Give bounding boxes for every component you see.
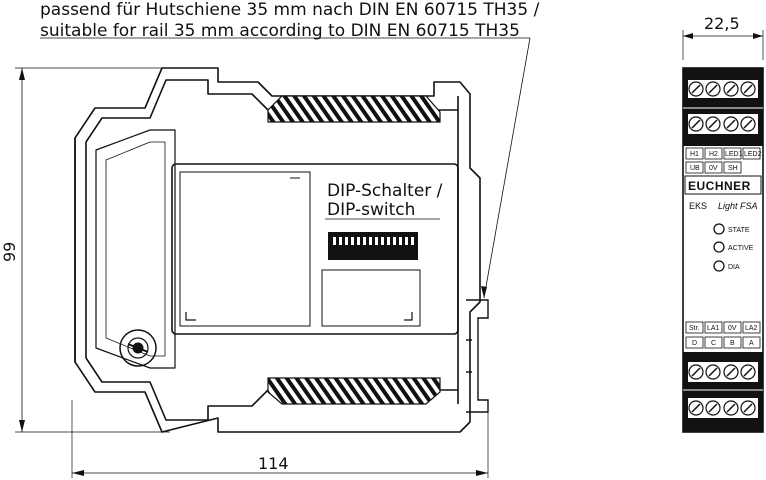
- led-label-active: ACTIVE: [728, 245, 754, 252]
- front-bottom-label-6: C: [711, 340, 716, 347]
- dip-label-line1: DIP-Schalter /: [327, 181, 443, 201]
- front-bottom-label-3: 0V: [728, 325, 737, 332]
- front-bottom-label-4: LA2: [745, 325, 758, 332]
- front-top-label-7: SH: [728, 165, 738, 172]
- active-led-icon: [713, 241, 725, 253]
- bottom-vent: [267, 377, 441, 405]
- depth-dimension: 114: [71, 400, 489, 478]
- led-label-dia: DIA: [728, 264, 740, 271]
- led-label-state: STATE: [728, 227, 750, 234]
- side-wing-panel: [95, 129, 176, 369]
- front-bottom-label-2: LA1: [707, 325, 720, 332]
- model-left: EKS: [689, 201, 707, 211]
- annotation-leader: [483, 37, 531, 299]
- front-top-label-6: 0V: [709, 165, 718, 172]
- rail-clip: [466, 299, 489, 413]
- height-value: 99: [0, 242, 19, 262]
- front-top-label-5: UB: [690, 165, 700, 172]
- height-dimension: 99: [0, 67, 170, 433]
- top-vent: [267, 95, 441, 123]
- housing-outline: [74, 67, 481, 433]
- housing-inner-top: [85, 79, 458, 143]
- width-dimension: 22,5: [682, 14, 764, 60]
- front-bottom-label-7: B: [730, 340, 735, 347]
- rail-annotation-line2: suitable for rail 35 mm according to DIN…: [40, 21, 520, 41]
- dip-label-line2: DIP-switch: [327, 200, 415, 220]
- housing-inner-bottom: [85, 357, 458, 421]
- state-led-icon: [713, 223, 725, 235]
- width-value: 22,5: [704, 14, 740, 33]
- rail-annotation-line1: passend für Hutschiene 35 mm nach DIN EN…: [40, 0, 540, 20]
- front-bottom-label-5: D: [692, 340, 697, 347]
- dip-switch-block: [328, 232, 418, 260]
- model-right: Light FSA: [718, 201, 758, 211]
- blank-label-box: [321, 269, 421, 327]
- front-bottom-label-1: Str.: [689, 325, 700, 332]
- front-top-label-2: H2: [709, 151, 718, 158]
- screw-icon: [119, 329, 157, 367]
- leader-arrowhead: [481, 286, 487, 298]
- depth-value: 114: [258, 454, 289, 473]
- label-panel: [171, 163, 459, 335]
- dia-led-icon: [713, 260, 725, 272]
- side-wing-inner: [105, 141, 166, 357]
- front-bottom-label-8: A: [749, 340, 754, 347]
- side-view-housing: [74, 67, 481, 433]
- front-top-label-1: H1: [690, 151, 699, 158]
- front-top-label-3: LED1: [725, 151, 743, 158]
- front-view: H1 H2 LED1 LED2 UB 0V SH EUCHNER EKS Lig…: [682, 67, 764, 433]
- front-top-label-4: LED2: [744, 151, 762, 158]
- brand-logo: EUCHNER: [688, 179, 751, 193]
